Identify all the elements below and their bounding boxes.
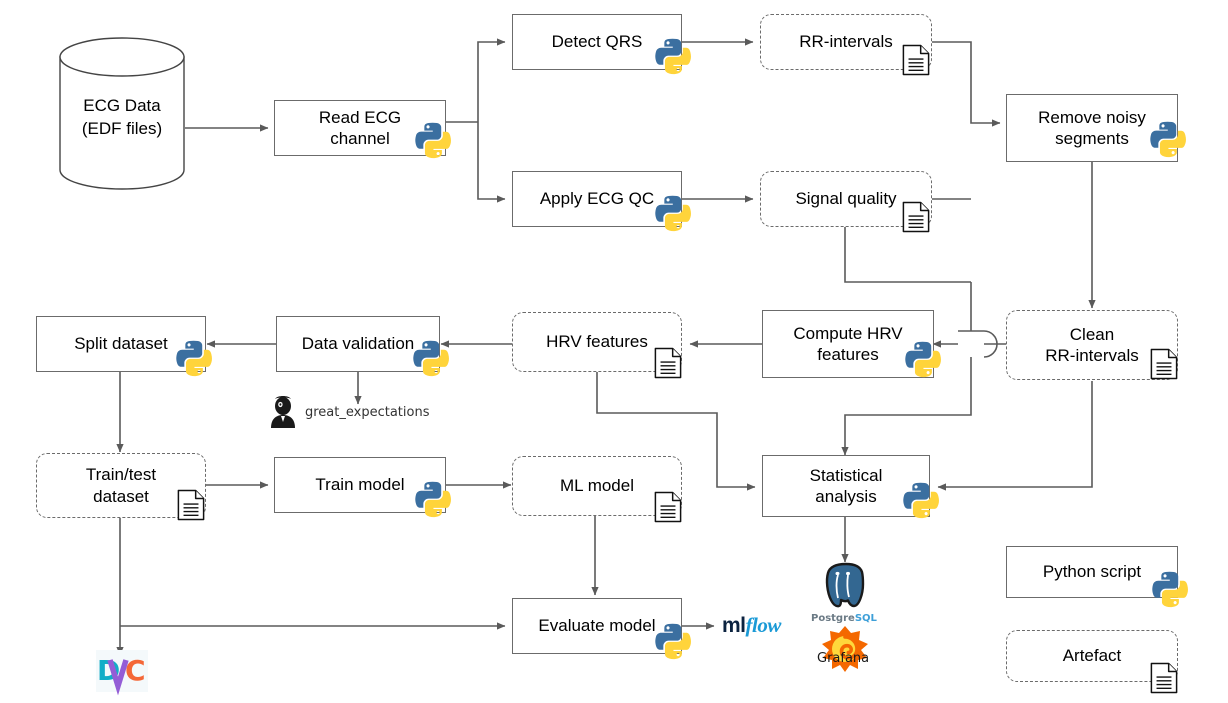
- edge-statrail-statisticalanalysis: [841, 357, 972, 456]
- node-train-model-label: Train model: [315, 475, 405, 495]
- node-read-ecg-channel-label: Read ECG channel: [318, 107, 402, 148]
- node-statistical-analysis[interactable]: Statistical analysis: [762, 455, 930, 517]
- node-train-model[interactable]: Train model: [274, 457, 446, 513]
- node-compute-hrv-features-label: Compute HRV features: [793, 323, 903, 364]
- grafana-icon: [822, 626, 868, 672]
- great-expectations-label: great_expectations: [305, 405, 430, 420]
- node-statistical-analysis-label: Statistical analysis: [809, 465, 883, 506]
- node-clean-rr-intervals-label: Clean RR-intervals: [1045, 324, 1139, 365]
- node-compute-hrv-features[interactable]: Compute HRV features: [762, 310, 934, 378]
- node-split-dataset-label: Split dataset: [74, 334, 168, 354]
- node-apply-ecg-qc-label: Apply ECG QC: [539, 189, 655, 209]
- svg-text:C: C: [125, 654, 146, 687]
- node-detect-qrs[interactable]: Detect QRS: [512, 14, 682, 70]
- node-train-test-dataset-label: Train/test dataset: [85, 465, 157, 506]
- edge-branch-detectqrs: [477, 38, 506, 122]
- node-data-validation-label: Data validation: [301, 334, 415, 354]
- node-hrv-features-label: HRV features: [546, 332, 648, 352]
- node-ml-model[interactable]: ML model: [512, 456, 682, 516]
- mlflow-suffix: flow: [745, 613, 782, 637]
- edge-branch-applyqc: [477, 122, 506, 203]
- legend-artefact-label: Artefact: [1062, 646, 1122, 666]
- node-evaluate-model[interactable]: Evaluate model: [512, 598, 682, 654]
- edge-cleanrr-jump-arc: [958, 330, 998, 358]
- edge-cleanrr-statisticalanalysis: [937, 381, 1093, 491]
- node-train-test-dataset[interactable]: Train/test dataset: [36, 453, 206, 518]
- mlflow-logo: mlflow: [722, 613, 781, 638]
- node-data-validation[interactable]: Data validation: [276, 316, 440, 372]
- node-signal-quality[interactable]: Signal quality: [760, 171, 932, 227]
- legend-python-script-label: Python script: [1042, 562, 1142, 582]
- mlflow-prefix: ml: [722, 614, 746, 637]
- node-rr-intervals[interactable]: RR-intervals: [760, 14, 932, 70]
- node-detect-qrs-label: Detect QRS: [551, 32, 643, 52]
- postgresql-label: PostgreSQL: [811, 613, 877, 624]
- node-ml-model-label: ML model: [559, 476, 634, 496]
- node-clean-rr-intervals[interactable]: Clean RR-intervals: [1006, 310, 1178, 380]
- ecg-data-cylinder: [59, 37, 185, 190]
- edge-hrv-statisticalanalysis: [596, 372, 756, 491]
- node-rr-intervals-label: RR-intervals: [799, 32, 893, 52]
- node-signal-quality-label: Signal quality: [795, 189, 897, 209]
- edge-signalquality-statrail: [844, 226, 971, 283]
- postgresql-icon: [825, 562, 865, 608]
- dvc-icon: D C: [96, 650, 148, 696]
- node-remove-noisy-segments[interactable]: Remove noisy segments: [1006, 94, 1178, 162]
- node-apply-ecg-qc[interactable]: Apply ECG QC: [512, 171, 682, 227]
- edge-rr-removenoisy: [932, 41, 1001, 127]
- node-remove-noisy-segments-label: Remove noisy segments: [1038, 107, 1146, 148]
- postgresql-suffix: SQL: [854, 613, 877, 624]
- node-hrv-features[interactable]: HRV features: [512, 312, 682, 372]
- postgresql-prefix: Postgre: [811, 613, 855, 624]
- legend-artefact: Artefact: [1006, 630, 1178, 682]
- node-read-ecg-channel[interactable]: Read ECG channel: [274, 100, 446, 156]
- ecg-data-label: ECG Data (EDF files): [81, 96, 163, 138]
- grafana-label: Grafana: [817, 651, 870, 666]
- node-evaluate-model-label: Evaluate model: [538, 616, 656, 636]
- great-expectations-icon: [271, 396, 295, 428]
- legend-python-script: Python script: [1006, 546, 1178, 598]
- node-split-dataset[interactable]: Split dataset: [36, 316, 206, 372]
